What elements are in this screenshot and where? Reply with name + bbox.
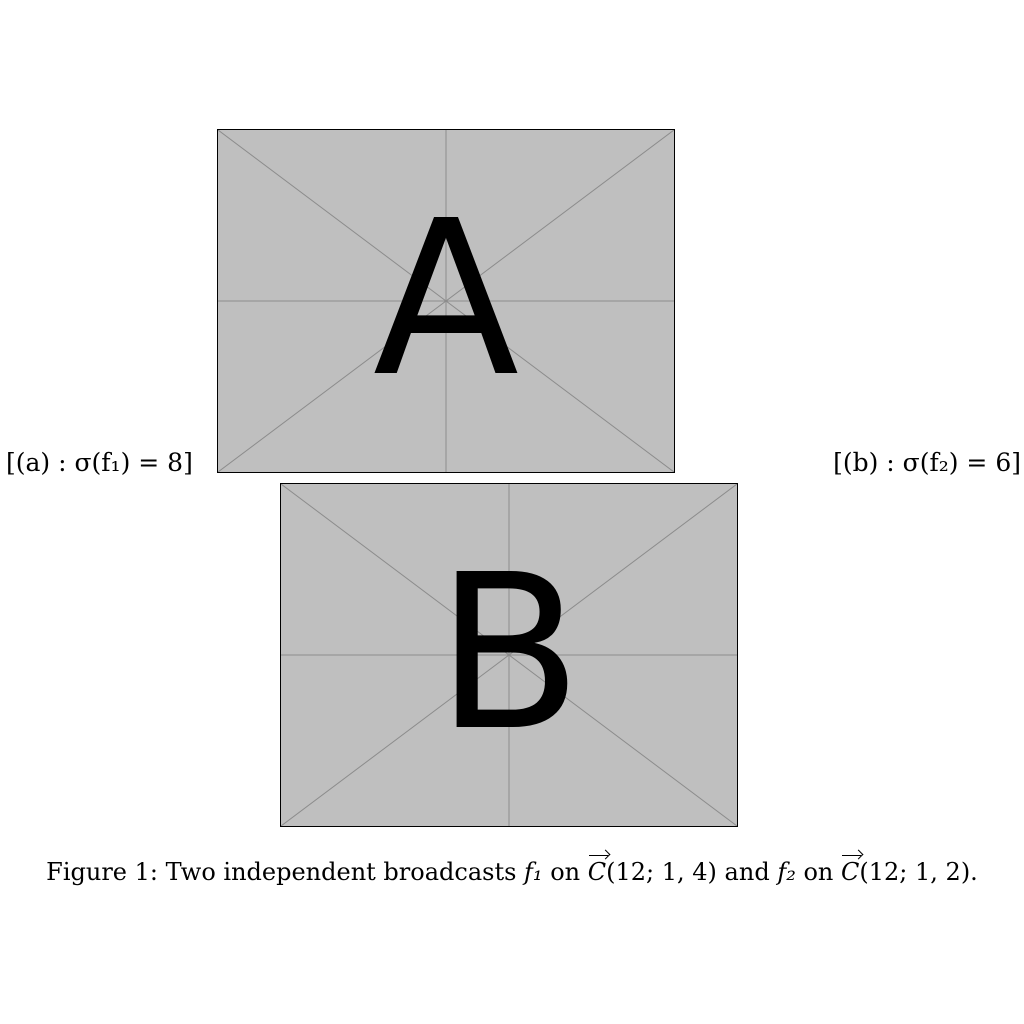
caption-f2: f₂ [777,858,796,886]
caption-f1: f₁ [524,858,543,886]
caption-on-1: on [550,858,581,886]
placeholder-letter-b: B [435,529,583,778]
caption-on-2: on [803,858,834,886]
caption-and: and [724,858,770,886]
figure-panel-b-placeholder: B [280,483,738,827]
subcaption-b: [(b) : σ(f₂) = 6] [833,448,1021,477]
placeholder-letter-a: A [372,175,520,424]
placeholder-guides [281,484,737,826]
subcaption-a: [(a) : σ(f₁) = 8] [6,448,193,477]
caption-vector-c-2: C [841,855,862,886]
caption-args-2: (12; 1, 2). [859,858,978,886]
caption-text: Two independent broadcasts [165,858,517,886]
figure-caption: Figure 1: Two independent broadcasts f₁ … [0,855,1024,887]
caption-args-1: (12; 1, 4) [606,858,717,886]
figure-panel-a-placeholder: A [217,129,675,473]
placeholder-guides [218,130,674,472]
caption-vector-c-1: C [587,855,609,886]
caption-label: Figure 1: [46,858,158,886]
